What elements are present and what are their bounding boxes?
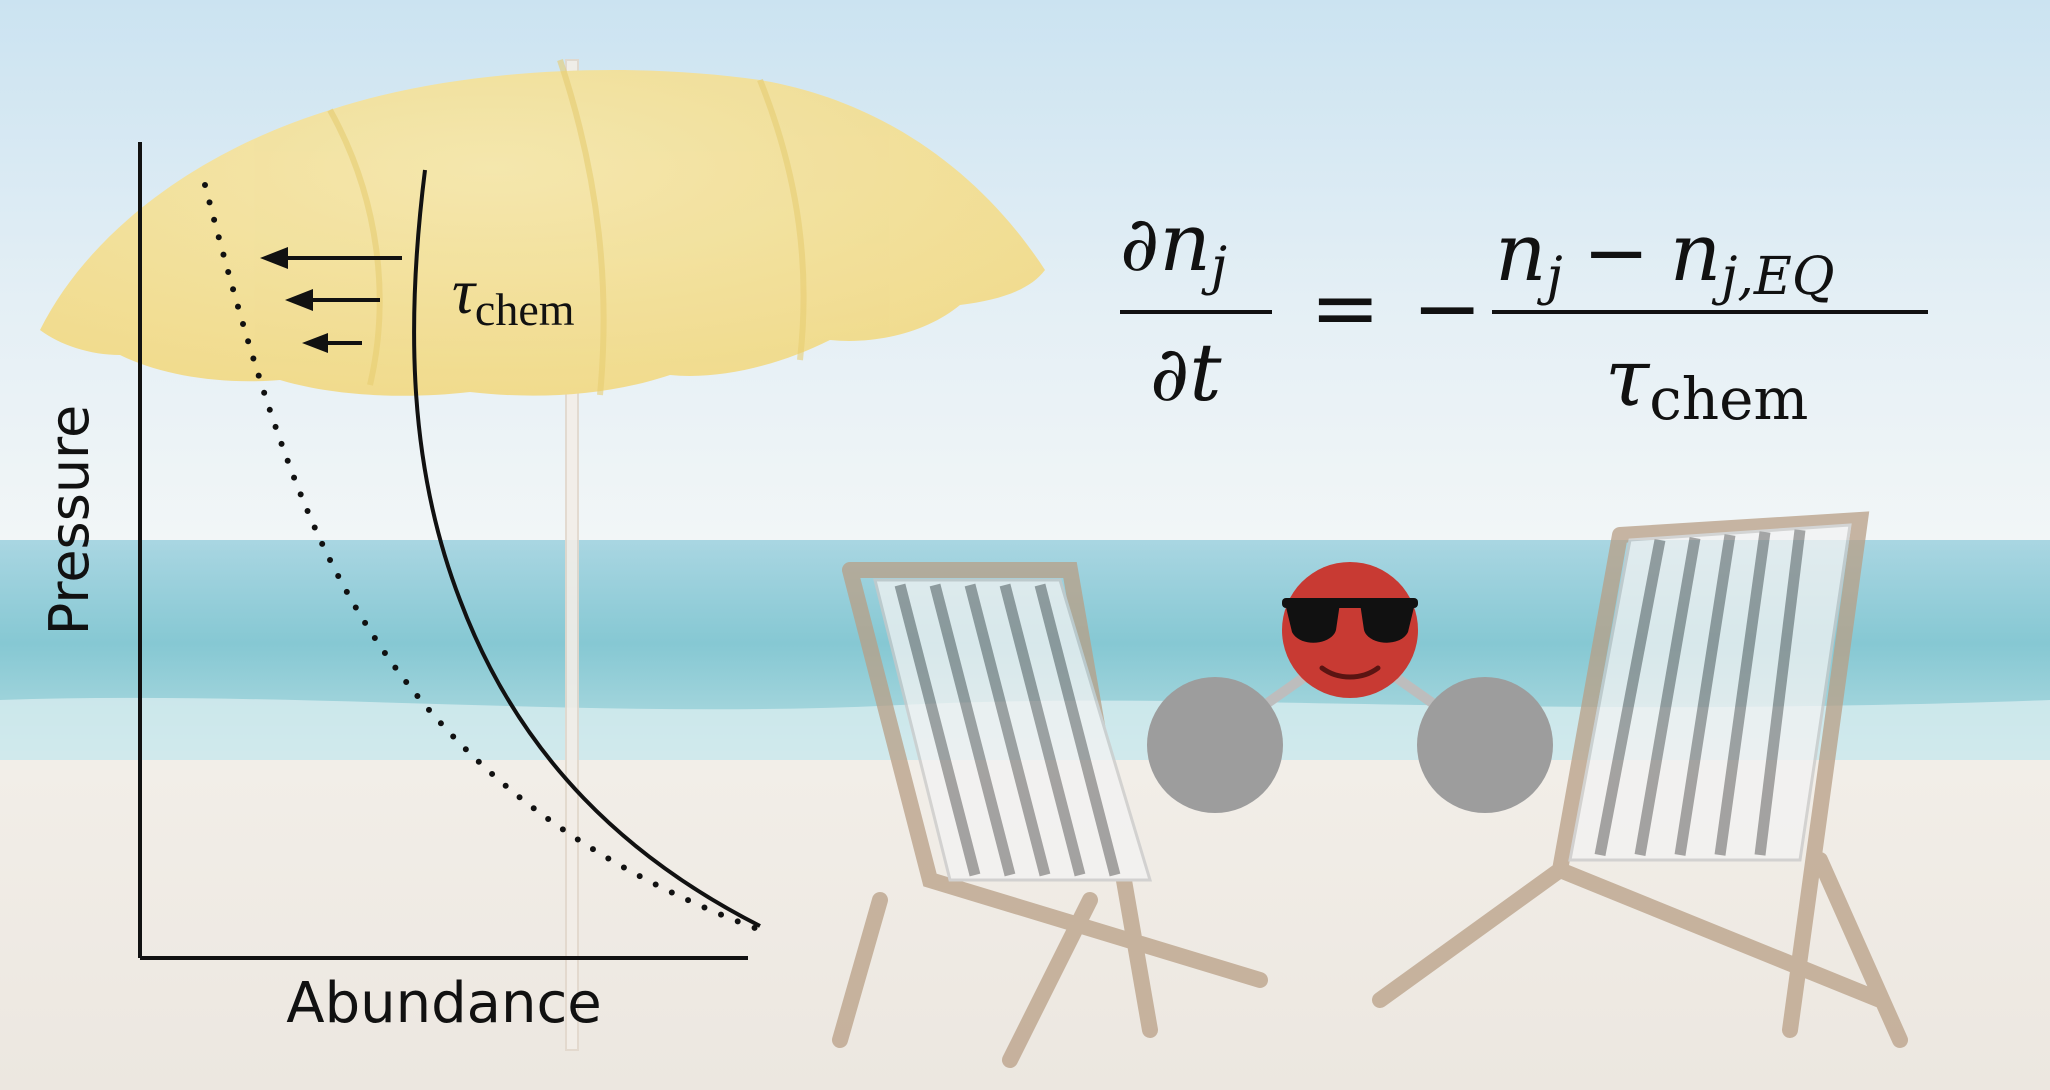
- lhs-num-var: n: [1159, 196, 1211, 289]
- rhs-num-var2: n: [1670, 206, 1722, 299]
- equals-sign: =: [1310, 259, 1380, 357]
- tau-symbol: τ: [452, 256, 477, 327]
- lhs-num-partial: ∂: [1120, 199, 1159, 288]
- lhs-denominator: ∂t: [1150, 326, 1222, 419]
- lhs-den-partial: ∂: [1150, 329, 1189, 418]
- atom-left: [1147, 677, 1283, 813]
- rhs-num-minus: −: [1583, 206, 1650, 299]
- rhs-den-sub: chem: [1649, 365, 1808, 433]
- atom-right: [1417, 677, 1553, 813]
- rhs-num-var1: n: [1495, 206, 1547, 299]
- leading-minus: −: [1412, 259, 1482, 357]
- x-axis-label: Abundance: [286, 971, 601, 1036]
- tau-subscript: chem: [475, 284, 575, 335]
- rhs-den-var: τ: [1605, 331, 1651, 424]
- y-axis-label: Pressure: [38, 405, 101, 636]
- lhs-den-var: t: [1189, 326, 1222, 419]
- rhs-num-sub2: j,EQ: [1711, 247, 1834, 307]
